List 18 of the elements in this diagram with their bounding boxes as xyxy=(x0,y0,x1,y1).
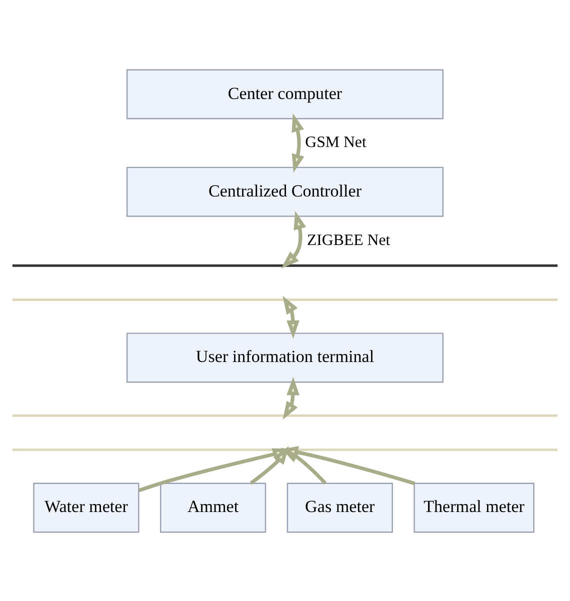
edge-label: ZIGBEE Net xyxy=(306,231,390,248)
arrow xyxy=(292,112,304,172)
node-bar xyxy=(12,264,558,266)
node-bar xyxy=(12,298,558,300)
node-box: Gas meter xyxy=(286,482,393,532)
arrow xyxy=(282,295,300,338)
node-bar xyxy=(12,414,558,416)
node-box: Center computer xyxy=(126,68,444,119)
arrow xyxy=(250,446,289,484)
edge-label: GSM Net xyxy=(305,134,366,151)
arrow xyxy=(281,210,306,268)
node-box: Ammet xyxy=(160,482,266,532)
node-box: Water meter xyxy=(33,482,140,532)
node-box: Thermal meter xyxy=(414,482,534,532)
node-box: Centralized Controller xyxy=(126,166,444,216)
arrow xyxy=(282,376,300,420)
node-bar xyxy=(12,448,558,451)
node-box: User information terminal xyxy=(126,332,444,382)
